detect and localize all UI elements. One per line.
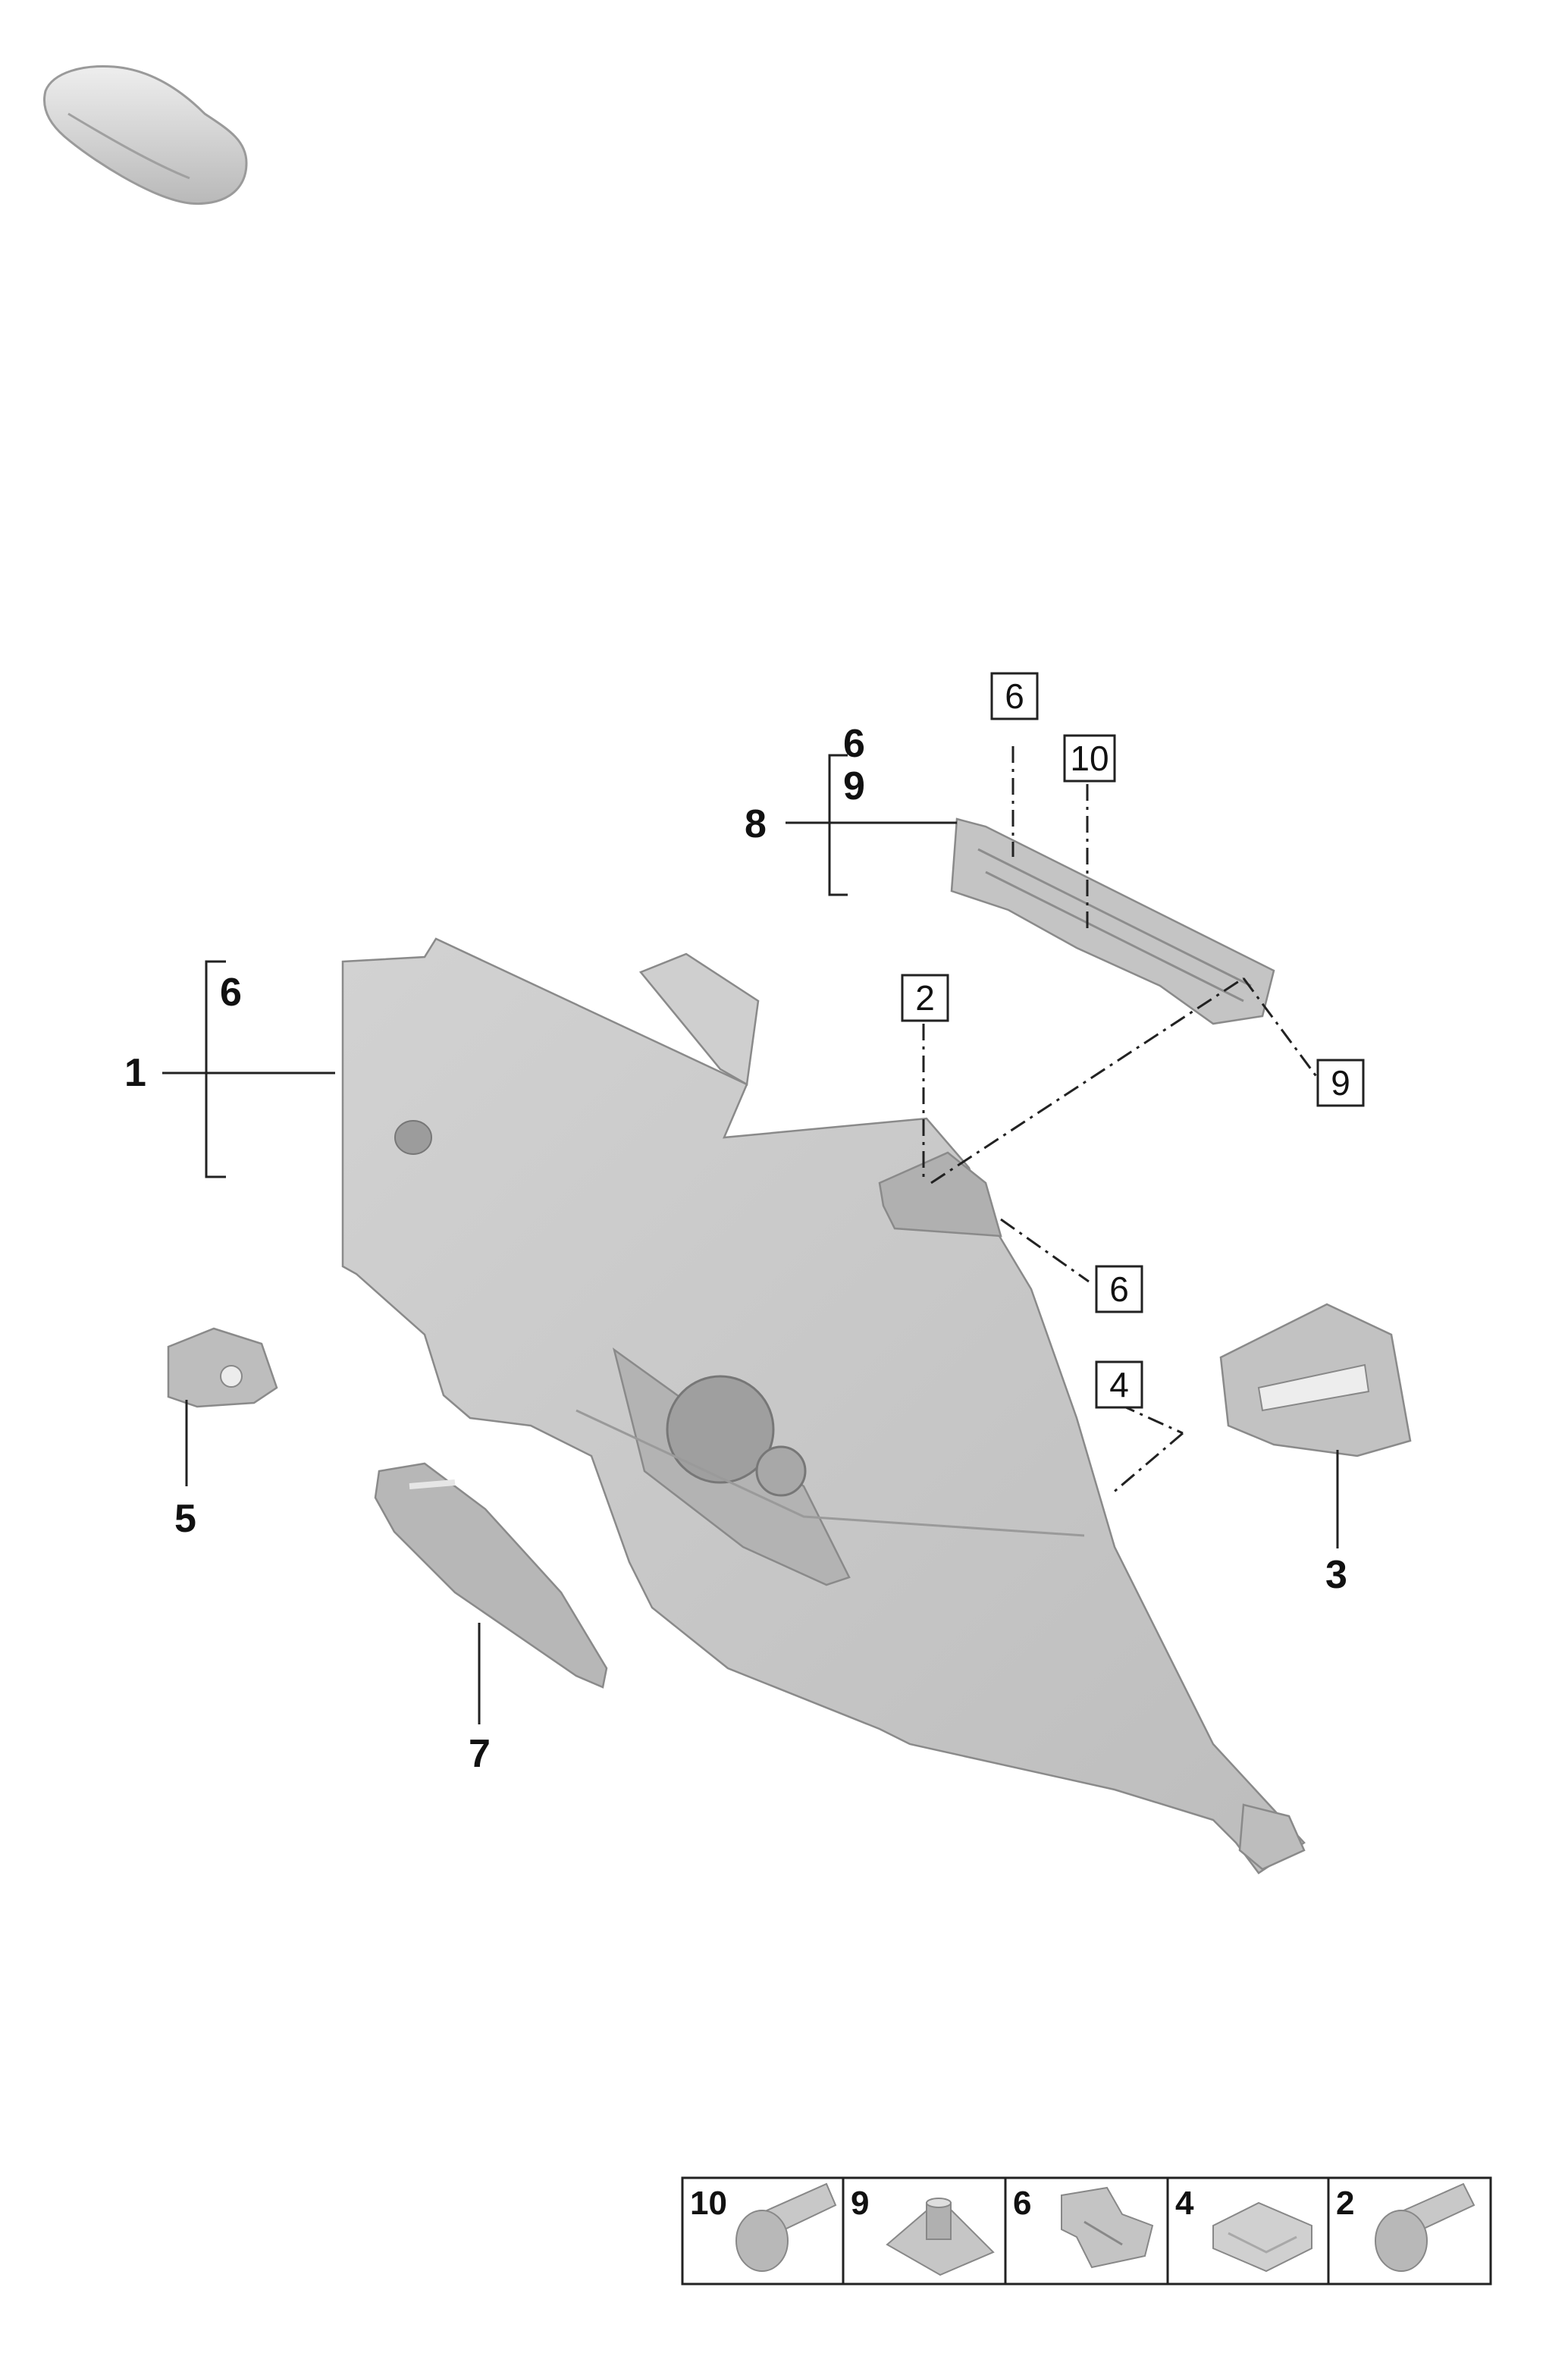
upper-bracket-rail — [950, 817, 1275, 1025]
svg-text:6: 6 — [1005, 676, 1024, 716]
legend-number-9: 9 — [851, 2185, 869, 2222]
callout-part-1: 1 — [124, 1051, 146, 1095]
leader-lines — [162, 754, 1339, 1724]
boxed-ref-right-9: 9 — [1316, 1059, 1365, 1107]
side-trim-panel — [341, 937, 1306, 1875]
legend-number-10: 10 — [690, 2185, 727, 2222]
callout-part-8: 8 — [745, 802, 767, 846]
callout-part-5: 5 — [174, 1497, 196, 1541]
callout-part-8-sub-b: 9 — [843, 764, 865, 808]
callout-part-3: 3 — [1325, 1553, 1347, 1597]
callout-part-7: 7 — [469, 1732, 491, 1776]
spring-clip-icon — [1061, 2186, 1154, 2269]
reference-lines — [922, 746, 1319, 1495]
fastener-legend: 10 9 6 4 2 — [681, 2176, 1492, 2286]
legend-number-4: 4 — [1175, 2185, 1194, 2222]
screw-icon — [735, 2182, 837, 2272]
svg-text:9: 9 — [1331, 1063, 1350, 1103]
boxed-ref-lower-4: 4 — [1095, 1360, 1143, 1409]
svg-text:6: 6 — [1109, 1269, 1129, 1309]
boxed-ref-lower-6: 6 — [1095, 1265, 1143, 1313]
clip-nut-icon — [886, 2198, 995, 2276]
foam-pad-icon — [1212, 2201, 1312, 2273]
svg-text:4: 4 — [1109, 1365, 1129, 1404]
svg-text:10: 10 — [1070, 739, 1109, 778]
screw-icon — [1375, 2182, 1475, 2272]
small-bracket-part — [167, 1327, 278, 1408]
callout-part-1-sub: 6 — [220, 971, 242, 1015]
svg-text:2: 2 — [915, 978, 935, 1018]
boxed-ref-top-6: 6 — [990, 672, 1039, 720]
boxed-ref-top-10: 10 — [1063, 734, 1116, 783]
legend-number-2: 2 — [1336, 2185, 1354, 2222]
car-thumbnail-icon — [42, 65, 248, 205]
boxed-ref-mid-2: 2 — [901, 974, 949, 1022]
speaker-cover-part — [374, 1462, 608, 1689]
legend-number-6: 6 — [1013, 2185, 1031, 2222]
callout-part-8-sub-a: 6 — [843, 722, 865, 766]
vent-cover-part — [1219, 1303, 1412, 1457]
